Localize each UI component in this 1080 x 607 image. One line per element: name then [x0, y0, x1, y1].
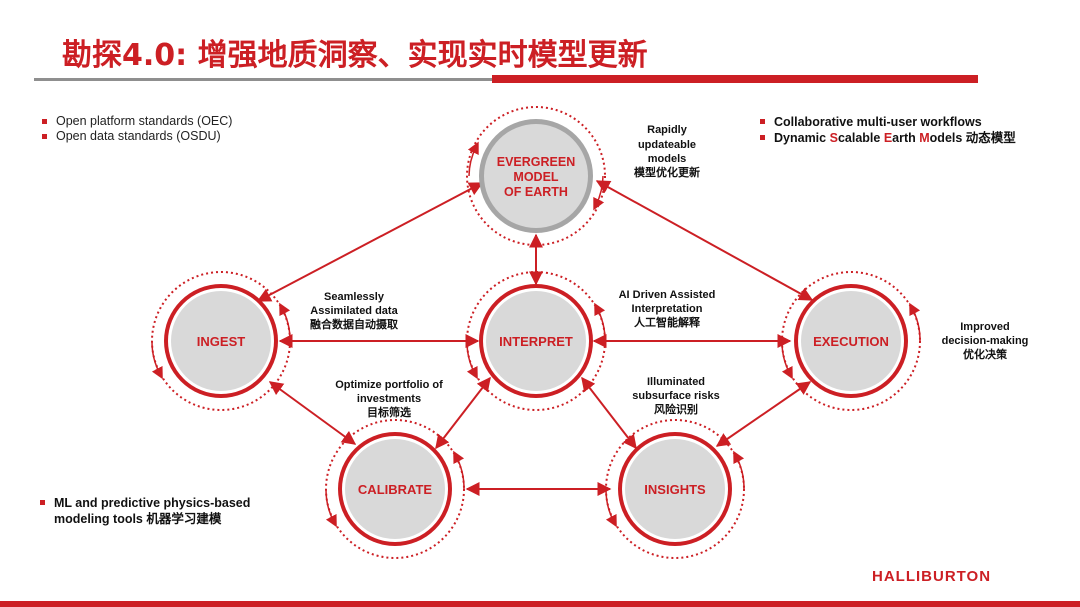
standards-item: Open platform standards (OEC) [40, 114, 232, 129]
node-execution: EXECUTION [781, 271, 921, 411]
annotation-ingest-interpret: Seamlessly Assimilated data 融合数据自动摄取 [310, 291, 399, 331]
connectors [256, 180, 814, 496]
annotation-interpret-line: 人工智能解释 [634, 315, 701, 329]
node-ingest: INGEST [151, 271, 291, 411]
node-calibrate: CALIBRATE [325, 419, 465, 559]
annotation-insights-line: Illuminated [647, 376, 705, 388]
arrow-ingest-calibrate [268, 381, 357, 445]
annotation-evergreen-line: Rapidly [647, 124, 688, 136]
node-calibrate-label: CALIBRATE [358, 482, 432, 497]
ml-tools-item: ML and predictive physics-based modeling… [38, 495, 298, 527]
capabilities-list: Collaborative multi-user workflows Dynam… [758, 114, 1016, 146]
node-evergreen-line1: EVERGREEN [497, 155, 576, 169]
node-ingest-label: INGEST [197, 334, 245, 349]
ml-tools-list: ML and predictive physics-based modeling… [38, 495, 298, 527]
standards-item: Open data standards (OSDU) [40, 129, 232, 144]
annotation-evergreen-line: models [648, 153, 687, 165]
arrow-execution-insights [715, 381, 812, 447]
node-evergreen-line2: MODEL [513, 170, 559, 184]
annotation-ingest-line: Seamlessly [324, 291, 385, 303]
node-insights: INSIGHTS [605, 419, 745, 559]
node-interpret: INTERPRET [466, 271, 606, 411]
annotation-interpret-line: Interpretation [632, 303, 703, 315]
node-interpret-label: INTERPRET [499, 334, 573, 349]
title-accent-bar [492, 75, 978, 83]
slide-title: 勘探4.0: 增强地质洞察、实现实时模型更新 [62, 38, 648, 73]
annotation-evergreen-line: updateable [638, 139, 696, 151]
node-execution-label: EXECUTION [813, 334, 889, 349]
capabilities-item: Collaborative multi-user workflows [758, 114, 1016, 130]
annotation-execution: Improved decision-making 优化决策 [942, 321, 1029, 361]
node-evergreen: EVERGREEN MODEL OF EARTH [466, 106, 606, 246]
halliburton-logo: HALLIBURTON [872, 568, 992, 585]
annotation-insights-line: subsurface risks [632, 390, 719, 402]
annotation-evergreen-line: 模型优化更新 [634, 165, 700, 179]
annotation-evergreen: Rapidly updateable models 模型优化更新 [634, 124, 700, 179]
annotation-interpret-execution: AI Driven Assisted Interpretation 人工智能解释 [619, 289, 716, 329]
arrow-evergreen-execution [595, 180, 814, 301]
arrow-interpret-calibrate [435, 376, 491, 450]
annotation-calibrate-line: investments [357, 393, 421, 405]
annotation-calibrate-line: 目标筛选 [367, 405, 411, 419]
annotation-calibrate: Optimize portfolio of investments 目标筛选 [335, 379, 443, 419]
annotation-ingest-line: Assimilated data [310, 305, 398, 317]
annotation-ingest-line: 融合数据自动摄取 [310, 317, 398, 331]
annotation-insights: Illuminated subsurface risks 风险识别 [632, 376, 719, 416]
annotation-insights-line: 风险识别 [654, 402, 698, 416]
arrow-ingest-evergreen [256, 182, 484, 302]
arrow-interpret-insights [581, 376, 637, 450]
annotation-execution-line: Improved [960, 321, 1010, 333]
standards-list: Open platform standards (OEC) Open data … [40, 114, 232, 144]
annotation-calibrate-line: Optimize portfolio of [335, 379, 443, 391]
node-insights-label: INSIGHTS [644, 482, 706, 497]
annotation-execution-line: decision-making [942, 335, 1029, 347]
capabilities-item-sem: Dynamic Scalable Earth Models 动态模型 [758, 130, 1016, 146]
annotation-execution-line: 优化决策 [963, 347, 1008, 361]
node-evergreen-line3: OF EARTH [504, 185, 568, 199]
annotation-interpret-line: AI Driven Assisted [619, 289, 716, 301]
footer-bar [0, 601, 1080, 607]
